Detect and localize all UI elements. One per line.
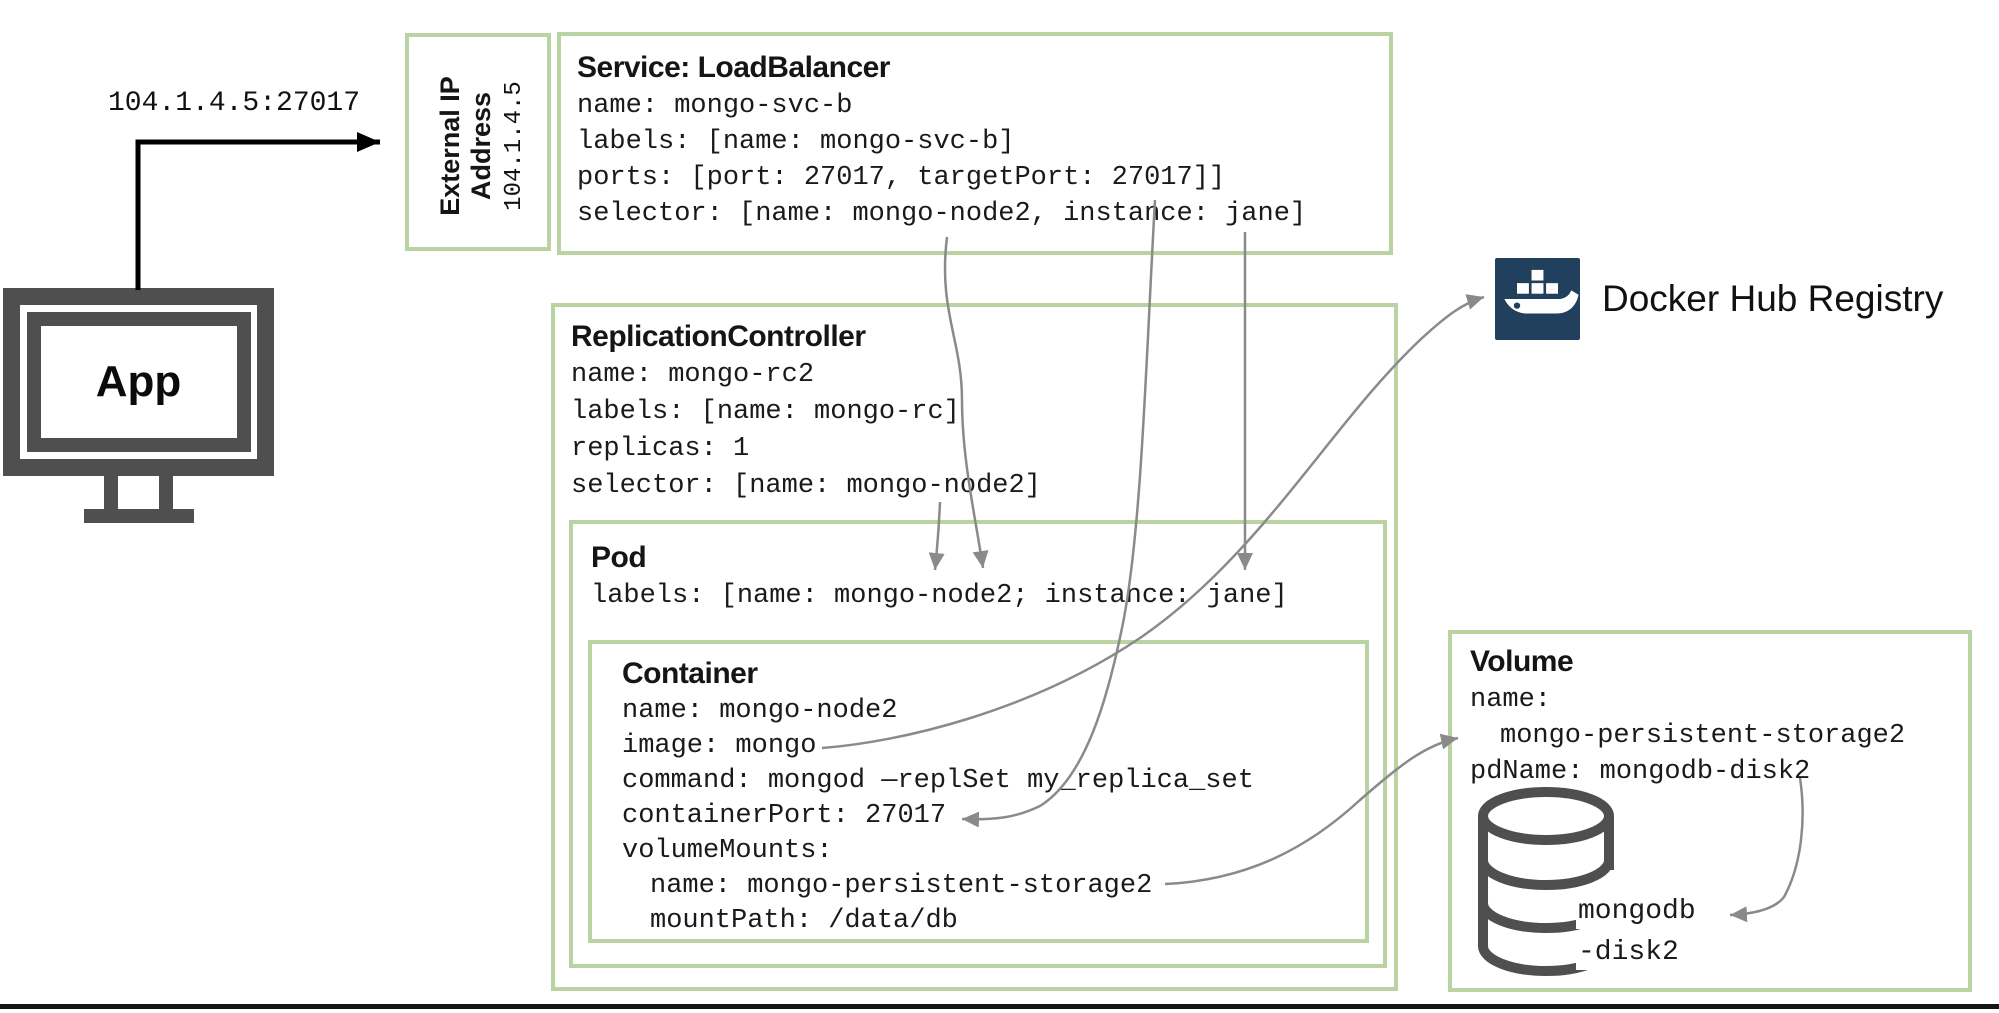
service-line-selector: selector: [name: mongo-node2, instance: … <box>577 199 1307 229</box>
service-line-name: name: mongo-svc-b <box>577 91 853 121</box>
rc-line-name: name: mongo-rc2 <box>571 360 815 390</box>
service-loadbalancer-box: Service: LoadBalancer name: mongo-svc-b … <box>557 32 1393 255</box>
container-box-title: Container <box>622 657 758 690</box>
container-line-volume-name: name: mongo-persistent-storage2 <box>650 871 1153 901</box>
volume-line-pdname: pdName: mongodb-disk2 <box>1470 757 1811 787</box>
service-line-labels: labels: [name: mongo-svc-b] <box>577 127 1015 157</box>
app-monitor-icon: App <box>3 288 274 476</box>
container-line-name: name: mongo-node2 <box>622 696 898 726</box>
service-line-ports: ports: [port: 27017, targetPort: 27017]] <box>577 163 1226 193</box>
monitor-stand-leg-right <box>159 476 173 512</box>
container-line-image: image: mongo <box>622 731 817 761</box>
volume-line-name-key: name: <box>1470 685 1552 715</box>
external-ip-title: External IP Address <box>435 76 497 216</box>
bottom-border-rule <box>0 1004 1999 1009</box>
external-ip-rotated-text: External IP Address 104.1.4.5 <box>409 37 555 255</box>
service-box-title: Service: LoadBalancer <box>577 51 890 84</box>
container-line-containerport: containerPort: 27017 <box>622 801 947 831</box>
docker-whale-icon <box>1495 258 1580 340</box>
volume-box: Volume name: mongo-persistent-storage2 p… <box>1448 630 1972 992</box>
container-box: Container name: mongo-node2 image: mongo… <box>588 640 1369 943</box>
rc-box-title: ReplicationController <box>571 320 866 353</box>
volume-box-title: Volume <box>1470 645 1574 678</box>
app-label: App <box>95 357 182 406</box>
external-ip-value: 104.1.4.5 <box>500 81 528 211</box>
rc-line-replicas: replicas: 1 <box>571 434 750 464</box>
disk-label-line1: mongodb <box>1576 895 1700 929</box>
arrow-app-to-external-ip <box>135 132 380 290</box>
pod-box-title: Pod <box>591 541 647 574</box>
rc-line-labels: labels: [name: mongo-rc] <box>571 397 960 427</box>
monitor-stand-base <box>84 509 194 523</box>
external-ip-title-line1: External IP <box>434 76 465 216</box>
external-ip-box: External IP Address 104.1.4.5 <box>405 33 551 251</box>
app-arrow-ip-label: 104.1.4.5:27017 <box>108 88 361 119</box>
docker-hub-registry-label: Docker Hub Registry <box>1602 278 1944 319</box>
container-line-volumemounts: volumeMounts: <box>622 836 833 866</box>
monitor-stand-leg-left <box>104 476 118 512</box>
container-line-command: command: mongod —replSet my_replica_set <box>622 766 1254 796</box>
volume-line-name-value: mongo-persistent-storage2 <box>1500 721 1906 751</box>
rc-line-selector: selector: [name: mongo-node2] <box>571 471 1041 501</box>
app-monitor-screen: App <box>26 312 251 452</box>
container-line-mountpath: mountPath: /data/db <box>650 906 958 936</box>
external-ip-title-line2: Address <box>465 91 496 201</box>
pod-line-labels: labels: [name: mongo-node2; instance: ja… <box>591 581 1288 611</box>
disk-label-line2: -disk2 <box>1576 936 1683 970</box>
